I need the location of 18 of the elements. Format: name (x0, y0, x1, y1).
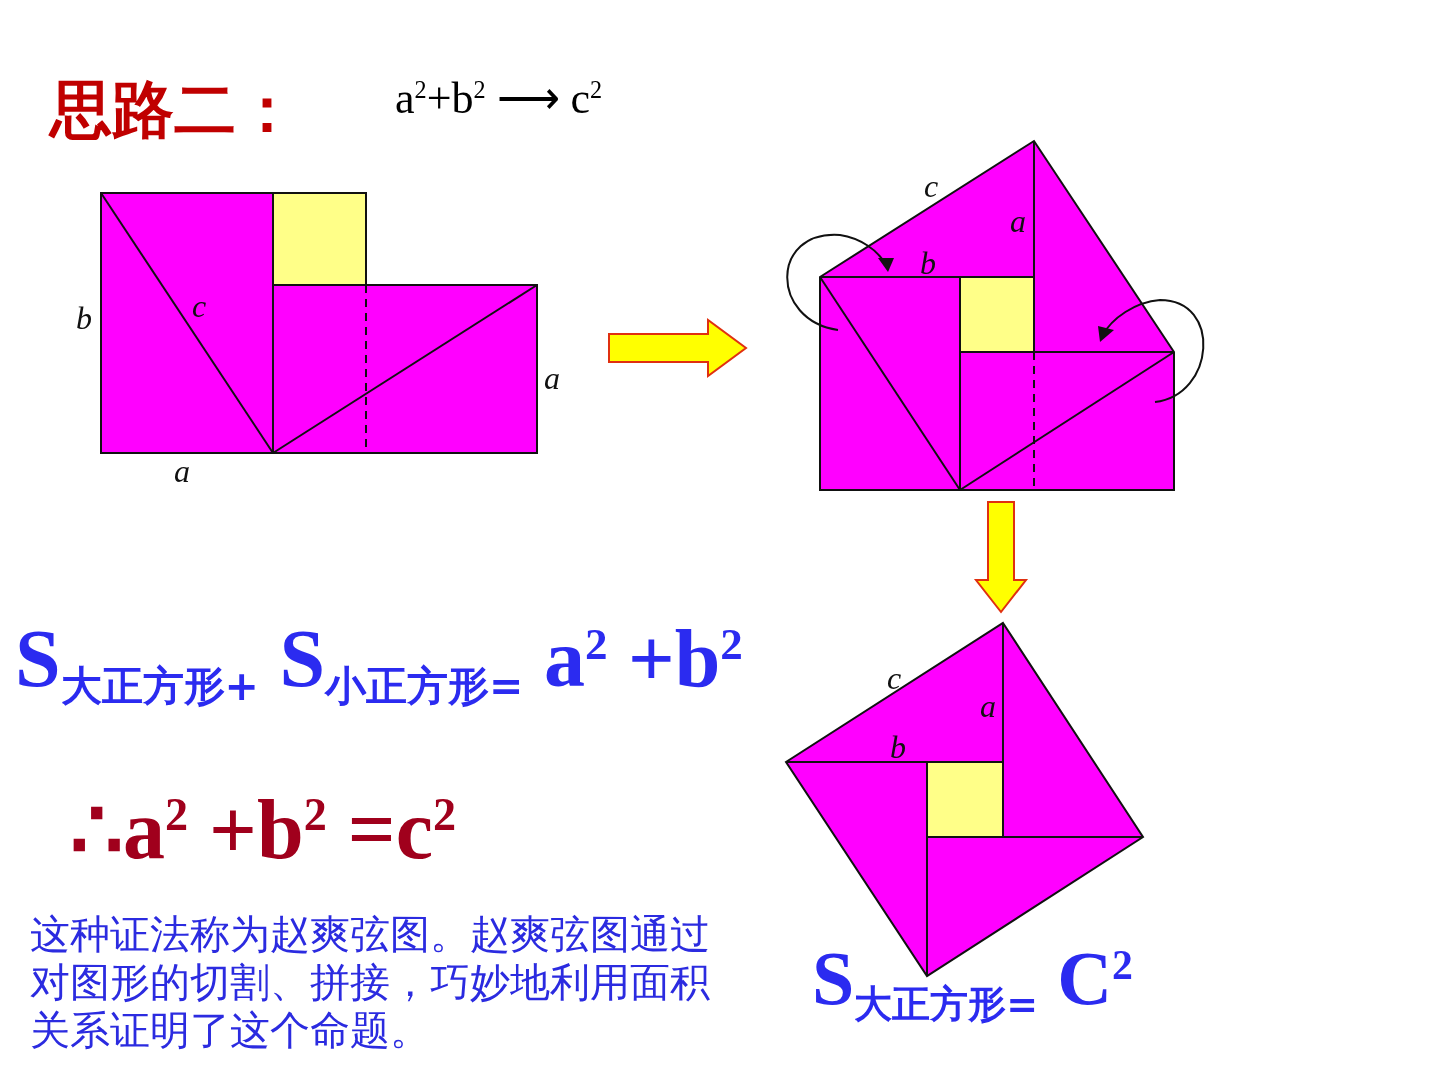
conclusion-equation: ∴a$^{2}$ +b$^{2}$ =c$^{2}$ (70, 782, 457, 878)
area-equation: S$_{大正方形+}$ S$_{小正方形=}$ a$^{2}$ +b$^{2}$ (15, 612, 743, 713)
side-label: a (980, 690, 996, 722)
title: 思路二： (50, 72, 298, 148)
side-label: a (544, 362, 560, 394)
formula: a$^{2}$+b$^{2}$ ⟶ c$^{2}$ (395, 73, 603, 124)
explanation-paragraph: 这种证法称为赵爽弦图。赵爽弦图通过对图形的切割、拼接，巧妙地利用面积关系证明了这个命题。 (30, 910, 711, 1054)
block-arrow (608, 318, 748, 378)
side-label: a (1010, 205, 1026, 237)
side-label: c (887, 662, 902, 694)
side-label: a (174, 455, 190, 487)
side-label: c (192, 290, 207, 322)
side-label: b (76, 302, 92, 334)
side-label: b (920, 247, 936, 279)
area-equation: S$_{大正方形=}$ C$^{2}$ (812, 935, 1133, 1029)
block-arrow (973, 501, 1029, 614)
side-label: c (924, 170, 939, 202)
side-label: b (890, 731, 906, 763)
